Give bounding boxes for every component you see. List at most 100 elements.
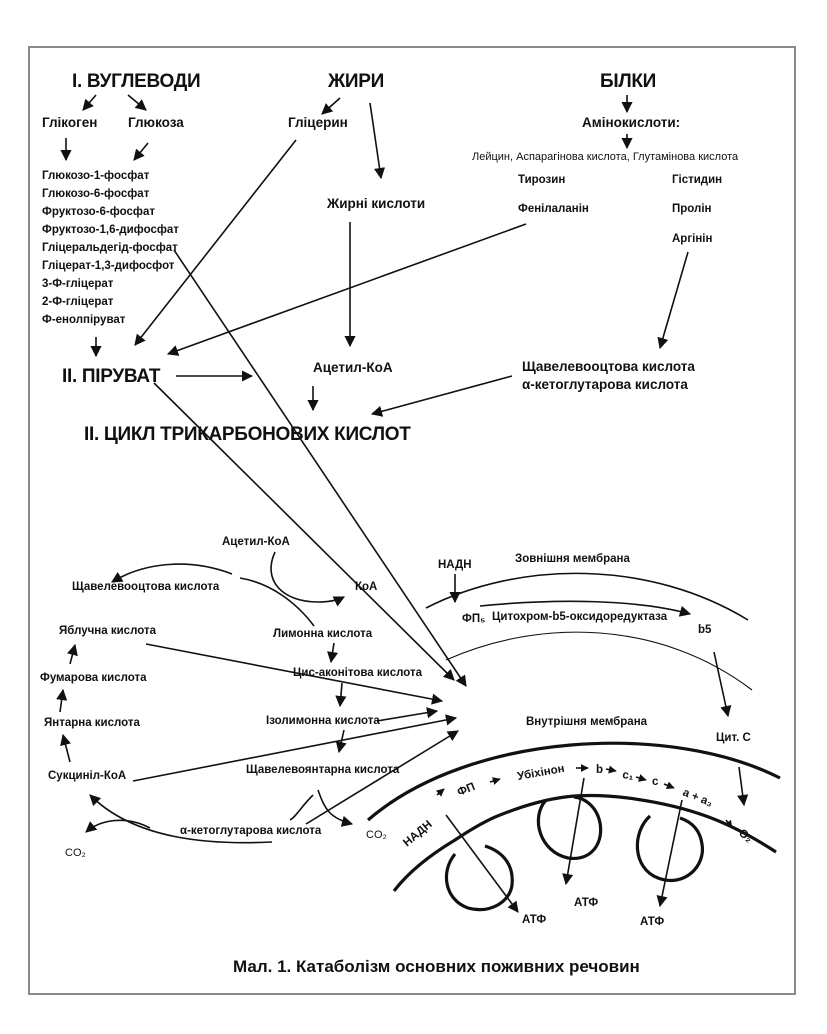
- amino-acids-label: Амінокислоти:: [582, 115, 680, 130]
- fp5-label: ФП₅: [462, 613, 485, 625]
- fp-label: ФП: [456, 781, 477, 799]
- arrow-carbs-glucose: [127, 94, 147, 111]
- cycle-citrate-label: Лимонна кислота: [273, 628, 373, 640]
- cyt-b5-reductase-label: Цитохром-b5-оксидоредуктаза: [492, 611, 668, 623]
- outer-membrane-inner-curve: [445, 631, 753, 691]
- arrow-glucose-down: [133, 142, 149, 161]
- arrow-carbs-glycogen: [82, 94, 97, 111]
- glycogen-label: Глікоген: [42, 115, 97, 130]
- arrow-arginine-oxaloacetate: [657, 251, 689, 350]
- protein-oxaloacetate-label: Щавелевооцтова кислота: [522, 359, 695, 374]
- arrow-fats-glycerol: [321, 97, 341, 115]
- cycle-oxaloacetate-label: Щавелевооцтова кислота: [72, 581, 220, 593]
- outer-nadh-label: НАДН: [438, 559, 472, 571]
- arrow-reductase-b5: [479, 600, 692, 617]
- arrow-co2-right: [317, 789, 354, 827]
- arrow-cisaconitate-isocitrate: [335, 682, 347, 708]
- cycle-isocitrate-label: Ізолимонна кислота: [266, 715, 380, 727]
- arrow-acetylcoa-coa: [270, 551, 346, 607]
- chain-item: Фруктозо-6-фосфат: [42, 206, 155, 218]
- arrow-c-aa3: [663, 781, 675, 790]
- chain-item: Гліцеральдегід-фосфат: [42, 242, 178, 254]
- c1-label: c₁: [622, 769, 635, 782]
- arc-ketoglutarate-succinylcoa: [89, 794, 273, 844]
- chain-item: Глюкозо-6-фосфат: [42, 188, 150, 200]
- pyruvate-label: II. ПІРУВАТ: [62, 366, 161, 387]
- acetyl-coa-label: Ацетил-КоА: [313, 360, 393, 375]
- arrow-malate-target: [145, 643, 444, 705]
- histidine-label: Гістидин: [672, 174, 722, 186]
- inner-membrane-wall-right: [627, 796, 777, 854]
- arrow-citrate-cisaconitate: [327, 642, 339, 664]
- c-label: c: [652, 776, 659, 788]
- arrow-atp-2: [562, 777, 585, 886]
- tyrosine-label: Тирозин: [518, 174, 565, 186]
- ubiquinone-label: Убіхінон: [516, 763, 565, 783]
- carbs-header: I. ВУГЛЕВОДИ: [72, 71, 200, 92]
- inner-membrane-outer-wall: [366, 741, 781, 822]
- fats-header: ЖИРИ: [327, 71, 384, 92]
- arrow-fp-ubiquinone: [489, 777, 501, 785]
- arrow-inner-nadh-fp: [435, 788, 445, 797]
- amino-group1-label: Лейцин, Аспарагінова кислота, Глутамінов…: [472, 151, 739, 163]
- glycerol-label: Гліцерин: [288, 115, 348, 130]
- aa3-label: a + a₃: [681, 787, 714, 810]
- glucose-label: Глюкоза: [128, 115, 184, 130]
- proteins-header: БІЛКИ: [600, 71, 656, 92]
- arrow-b5-cytc: [713, 651, 732, 718]
- chain-item: Глюкозо-1-фосфат: [42, 170, 150, 182]
- cycle-malate-label: Яблучна кислота: [59, 625, 157, 637]
- b5-label: b5: [698, 624, 712, 636]
- cycle-acetyl-coa-label: Ацетил-КоА: [222, 536, 290, 548]
- chain-item: Гліцерат-1,3-дифосфот: [42, 260, 175, 272]
- crista-2: [536, 795, 603, 860]
- cycle-succinate-label: Янтарна кислота: [44, 717, 141, 729]
- arrow-isocitrate-target: [376, 707, 439, 722]
- arrow-glyceraldehyde-target: [173, 249, 467, 687]
- arrow-pyruvate-target: [153, 382, 455, 681]
- crista-3: [635, 814, 705, 883]
- arrow-succinylcoa-succinate: [60, 733, 71, 763]
- atp-label: АТФ: [640, 916, 664, 928]
- atp-label: АТФ: [574, 897, 598, 909]
- chain-item: 3-Ф-гліцерат: [42, 278, 114, 290]
- cycle-oxalosuccinate-label: Щавелевоянтарна кислота: [246, 764, 400, 776]
- arrow-atp-1: [445, 814, 519, 913]
- arc-malate-oxaloacetate: [111, 563, 233, 583]
- arrow-b-c1: [605, 765, 617, 774]
- atp-label: АТФ: [522, 914, 546, 926]
- outer-membrane-label: Зовнішня мембрана: [515, 553, 630, 565]
- outer-membrane-curve: [425, 572, 749, 621]
- inner-membrane-wall-mid: [499, 793, 629, 817]
- arginine-label: Аргінін: [672, 233, 712, 245]
- protein-ketoglutarate-label: α-кетоглутарова кислота: [522, 377, 688, 392]
- inner-nadh-label: НАДН: [401, 819, 434, 850]
- fatty-acids-label: Жирні кислоти: [326, 196, 425, 211]
- inner-membrane-label: Внутрішня мембрана: [526, 716, 648, 728]
- cycle-co2-right-label: CO₂: [366, 829, 387, 841]
- arc-oxalosuccinate-ketoglutarate: [289, 794, 314, 821]
- proline-label: Пролін: [672, 203, 712, 215]
- arrow-aa3-o2: [724, 819, 733, 829]
- crista-1: [444, 844, 514, 912]
- cycle-cisaconitate-label: Цис-аконітова кислота: [293, 667, 423, 679]
- figure-caption: Мал. 1. Катаболізм основних поживних реч…: [233, 957, 640, 976]
- chain-item: 2-Ф-гліцерат: [42, 296, 114, 308]
- arrow-atp-3: [656, 799, 683, 908]
- phenylalanine-label: Фенілаланін: [518, 203, 589, 215]
- arrow-c1-c: [635, 774, 647, 782]
- chain-item: Фруктозо-1,6-дифосфат: [42, 224, 179, 236]
- arrow-fats-fattyacids: [369, 102, 386, 180]
- figure-frame: [28, 46, 796, 995]
- cycle-succinylcoa-label: Сукциніл-КоА: [48, 770, 126, 782]
- b-label: b: [596, 764, 603, 776]
- inner-membrane-wall-left: [392, 813, 501, 892]
- arrow-ketoglutarate-target: [305, 730, 459, 825]
- cycle-fumarate-label: Фумарова кислота: [40, 672, 147, 684]
- arrow-succinate-fumarate: [56, 688, 68, 713]
- cycle-co2-left-label: CO₂: [65, 847, 86, 859]
- arrow-glycerol-pyruvate: [134, 139, 297, 346]
- arc-oxaloacetate-citrate: [239, 577, 315, 627]
- arrow-co2-left: [85, 819, 151, 833]
